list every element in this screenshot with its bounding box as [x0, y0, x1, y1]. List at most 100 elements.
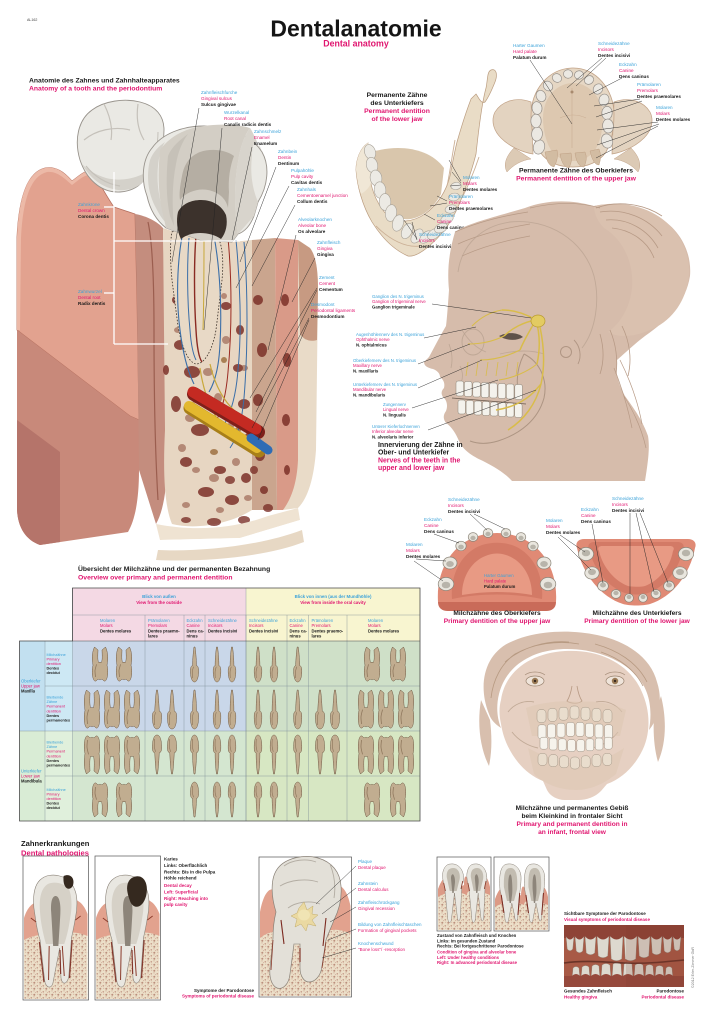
svg-text:decidui: decidui [47, 671, 60, 675]
svg-text:Overview over primary and perm: Overview over primary and permanent dent… [78, 575, 232, 582]
svg-text:lares: lares [312, 634, 322, 639]
svg-text:Dentes: Dentes [47, 667, 60, 671]
svg-text:Milchzähne: Milchzähne [47, 653, 66, 657]
svg-text:Unterkiefernerv des N. trigemi: Unterkiefernerv des N. trigeminusMandibu… [353, 382, 417, 397]
svg-text:ninus: ninus [290, 634, 302, 639]
svg-text:Molaren: Molaren [368, 618, 384, 623]
svg-text:Unterkiefer: Unterkiefer [21, 768, 42, 773]
svg-text:Healthy gingiva: Healthy gingiva [564, 994, 598, 999]
svg-text:Visual symptoms of periodontal: Visual symptoms of periodontal disease [564, 917, 650, 922]
svg-text:Primary: Primary [47, 792, 60, 796]
svg-text:Zähne: Zähne [47, 700, 58, 704]
svg-text:dentition: dentition [47, 662, 61, 666]
svg-text:Bildung von Zahnfleischtaschen: Bildung von ZahnfleischtaschenFormation … [358, 922, 422, 933]
svg-text:View from inside the oral cavi: View from inside the oral cavity [300, 600, 366, 605]
svg-text:Knochenschwund"Bone loss"/ -re: Knochenschwund"Bone loss"/ -resorption [358, 941, 405, 952]
svg-text:Bleibende: Bleibende [47, 741, 64, 745]
svg-text:dentition: dentition [47, 797, 61, 801]
svg-text:Anatomy of a tooth and the per: Anatomy of a tooth and the periodontium [29, 86, 162, 93]
svg-text:Incisors: Incisors [249, 623, 263, 628]
svg-text:Dentes: Dentes [47, 759, 60, 763]
svg-text:Zähne: Zähne [47, 745, 58, 749]
svg-text:Permanent: Permanent [47, 705, 67, 709]
svg-text:Permanente Zähne des Oberkiefe: Permanente Zähne des Oberkiefers [519, 168, 633, 175]
svg-text:Schneidezähne: Schneidezähne [249, 618, 279, 623]
svg-text:Schneidezähne: Schneidezähne [208, 618, 238, 623]
svg-text:Zustand von Zahnfleisch und Kn: Zustand von Zahnfleisch und KnochenLinks… [437, 933, 524, 949]
svg-text:Molars: Molars [368, 623, 381, 628]
svg-text:Molars: Molars [100, 623, 113, 628]
svg-text:Canine: Canine [187, 623, 201, 628]
svg-text:Gesundes Zahnfleisch: Gesundes Zahnfleisch [564, 989, 612, 994]
svg-text:permanentes: permanentes [47, 764, 71, 768]
svg-text:Incisors: Incisors [208, 623, 222, 628]
svg-text:Anatomie des Zahnes und Zahnha: Anatomie des Zahnes und Zahnhalteapparat… [29, 78, 180, 85]
svg-text:Dentes incisivi: Dentes incisivi [249, 628, 278, 633]
svg-text:Oberkiefer: Oberkiefer [21, 678, 41, 683]
svg-text:Condition of gingiva and alveo: Condition of gingiva and alveolar boneLe… [437, 950, 518, 966]
svg-text:Dental anatomy: Dental anatomy [323, 39, 389, 49]
svg-text:Eckzahn: Eckzahn [290, 618, 307, 623]
svg-text:Dens ca-: Dens ca- [187, 628, 205, 633]
svg-text:Premolars: Premolars [312, 623, 331, 628]
svg-text:Permanent dentition of the upp: Permanent dentition of the upper jaw [516, 176, 636, 183]
svg-text:Milchzähne des Oberkiefers: Milchzähne des Oberkiefers [453, 610, 541, 617]
svg-text:dentition: dentition [47, 754, 61, 758]
svg-text:Bleibende: Bleibende [47, 696, 64, 700]
svg-text:Upper jaw: Upper jaw [21, 684, 41, 689]
svg-text:Periodontal disease: Periodontal disease [641, 994, 684, 999]
svg-text:Permanent: Permanent [47, 750, 67, 754]
svg-text:Symptome der Parodontose: Symptome der Parodontose [194, 988, 255, 993]
svg-text:Dental pathologies: Dental pathologies [21, 849, 89, 858]
svg-text:Primary: Primary [47, 657, 60, 661]
svg-text:lares: lares [148, 634, 158, 639]
svg-text:Eckzahn: Eckzahn [187, 618, 204, 623]
svg-text:permanentes: permanentes [47, 719, 71, 723]
svg-text:Milchzähne des Unterkiefers: Milchzähne des Unterkiefers [592, 610, 681, 617]
svg-text:Dens ca-: Dens ca- [290, 628, 308, 633]
svg-text:AL162: AL162 [27, 18, 37, 22]
svg-text:Dentes praemo-: Dentes praemo- [148, 628, 180, 633]
svg-text:Prämolaren: Prämolaren [312, 618, 334, 623]
svg-text:Lower jaw: Lower jaw [21, 774, 41, 779]
svg-text:Symptoms of periodontal diseas: Symptoms of periodontal disease [182, 994, 255, 999]
svg-text:Dentes incisivi: Dentes incisivi [208, 628, 237, 633]
svg-text:Molaren: Molaren [100, 618, 116, 623]
svg-text:Oberkiefernerv des N. trigemin: Oberkiefernerv des N. trigeminusMaxillar… [353, 358, 416, 373]
svg-text:dentition: dentition [47, 709, 61, 713]
svg-text:Übersicht der Milchzähne und d: Übersicht der Milchzähne und der permane… [78, 564, 270, 573]
